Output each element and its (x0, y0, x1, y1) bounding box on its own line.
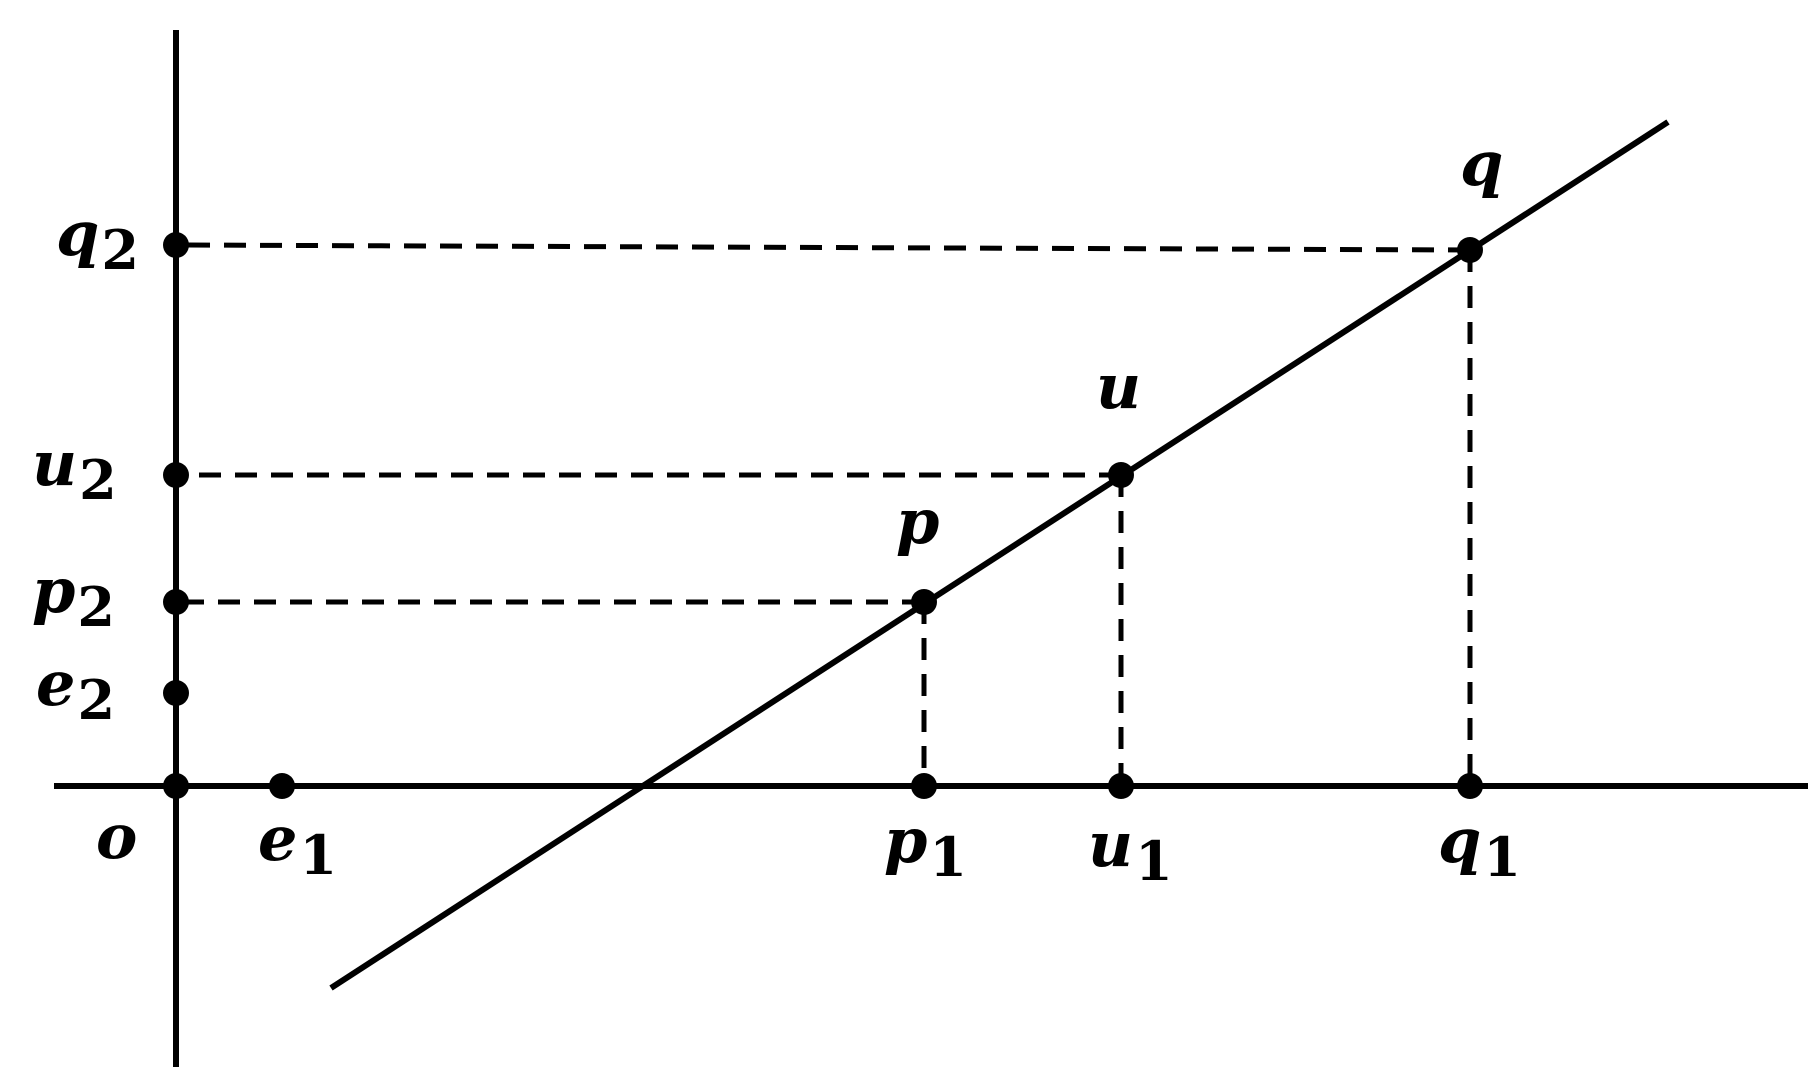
label-q: q (1460, 127, 1503, 200)
point-e2 (163, 680, 189, 706)
point-p1 (911, 773, 937, 799)
label-u2-letter: u (32, 427, 77, 500)
label-p1-letter: p (884, 804, 927, 877)
label-u1: u1 (1088, 808, 1173, 893)
point-u1 (1108, 773, 1134, 799)
label-q1-letter: q (1438, 804, 1481, 877)
label-p2: p2 (32, 554, 115, 639)
label-q2-subscript: 2 (101, 218, 139, 282)
point-u (1108, 462, 1134, 488)
label-p: p (896, 485, 939, 558)
label-e1-subscript: 1 (299, 823, 337, 887)
label-u1-subscript: 1 (1135, 829, 1173, 893)
label-p2-letter: p (32, 554, 75, 627)
label-u2-subscript: 2 (79, 448, 117, 512)
label-p1-subscript: 1 (929, 825, 967, 889)
projection-q-to-q2 (175, 242, 1471, 253)
point-q2 (163, 232, 189, 258)
point-o (163, 773, 189, 799)
label-u1-letter: u (1088, 808, 1133, 881)
point-q1 (1457, 773, 1483, 799)
point-u2 (163, 462, 189, 488)
label-e2-subscript: 2 (77, 668, 115, 732)
point-e1 (269, 773, 295, 799)
label-o: o (96, 800, 137, 873)
label-e2: e2 (36, 647, 115, 732)
label-p2-subscript: 2 (77, 575, 115, 639)
label-e1-letter: e (258, 802, 297, 875)
point-p2 (163, 589, 189, 615)
label-u-letter: u (1096, 350, 1141, 423)
label-e1: e1 (258, 802, 337, 887)
label-p-letter: p (896, 485, 939, 558)
label-q2-letter: q (56, 197, 99, 270)
label-e2-letter: e (36, 647, 75, 720)
label-o-letter: o (96, 800, 137, 873)
point-p (911, 589, 937, 615)
point-q (1457, 237, 1483, 263)
line-through-p-u-q (329, 119, 1670, 991)
label-p1: p1 (884, 804, 967, 889)
label-u: u (1096, 350, 1141, 423)
label-q2: q2 (56, 197, 139, 282)
label-u2: u2 (32, 427, 117, 512)
label-q-letter: q (1460, 127, 1503, 200)
label-q1-subscript: 1 (1483, 825, 1521, 889)
label-q1: q1 (1438, 804, 1521, 889)
